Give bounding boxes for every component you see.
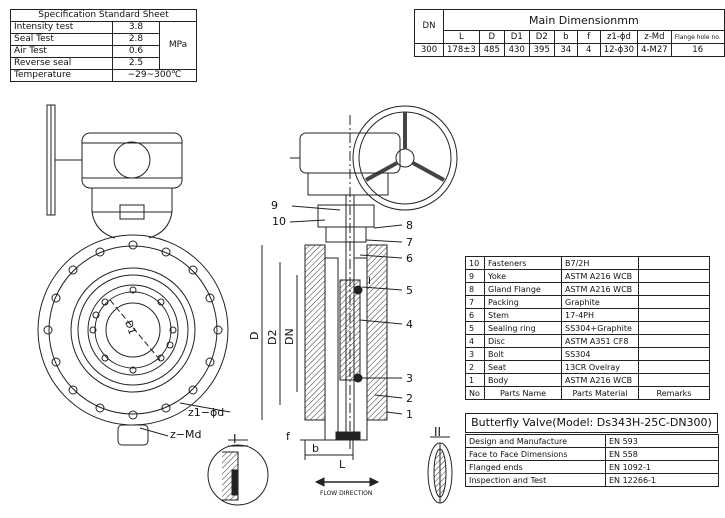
callout-9: 9 <box>271 199 278 212</box>
flow-arrow <box>314 477 380 487</box>
label-zmd: z−Md <box>170 428 201 441</box>
label-d2: D2 <box>266 330 279 345</box>
flow-direction-label: FLOW DIRECTION <box>320 490 372 497</box>
side-view <box>261 105 458 460</box>
main-dimensions-table: DN Main Dimensionmm L D D1 D2 b f z1-ϕd … <box>414 9 725 57</box>
handwheel <box>352 105 458 211</box>
callout-1: 1 <box>406 408 413 421</box>
standard-value: EN 12266-1 <box>605 473 719 487</box>
spec-sheet-table: Specification Standard Sheet Intensity t… <box>10 9 197 82</box>
callout-2: 2 <box>406 392 413 405</box>
callout-3: 3 <box>406 372 413 385</box>
inner-bolts <box>89 286 177 374</box>
bolt-holes <box>43 240 223 420</box>
detail-i-label: I <box>233 432 237 446</box>
dim-value: 16 <box>670 43 725 57</box>
detail-i <box>207 439 269 506</box>
callout-6: 6 <box>406 252 413 265</box>
bottom-boss <box>117 424 149 446</box>
standard-name: Inspection and Test <box>465 473 606 487</box>
label-dn: DN <box>283 328 296 345</box>
label-d: D <box>248 332 261 340</box>
label-d1: D1 <box>122 319 137 336</box>
label-z1d: z1−ϕd <box>188 406 224 419</box>
detail-ii <box>427 436 453 504</box>
dn-value: 300 <box>414 43 444 57</box>
front-view <box>37 104 231 446</box>
label-b: b <box>312 442 319 455</box>
dn-header: DN <box>414 9 444 44</box>
callout-8: 8 <box>406 219 413 232</box>
detail-ii-label: II <box>434 425 441 439</box>
dim-value: 4 <box>576 43 601 57</box>
spec-row-value: −29~300℃ <box>112 69 197 82</box>
label-l: L <box>339 458 346 471</box>
spec-row-name: Temperature <box>10 69 113 82</box>
callout-10: 10 <box>272 215 286 228</box>
gearbox <box>81 132 183 189</box>
spec-unit: MPa <box>159 21 197 70</box>
callout-5: 5 <box>406 284 413 297</box>
detail-i-marker: I <box>368 276 371 287</box>
parts-header-remarks: Remarks <box>638 386 710 400</box>
callout-7: 7 <box>406 236 413 249</box>
dim-value: 12-ϕ30 <box>599 43 639 57</box>
dim-value: 178±3 <box>443 43 480 57</box>
valve-title: Butterfly Valve(Model: Ds343H-25C-DN300) <box>465 413 718 433</box>
yoke <box>91 187 173 213</box>
label-f: f <box>286 430 291 443</box>
callout-4: 4 <box>406 318 413 331</box>
